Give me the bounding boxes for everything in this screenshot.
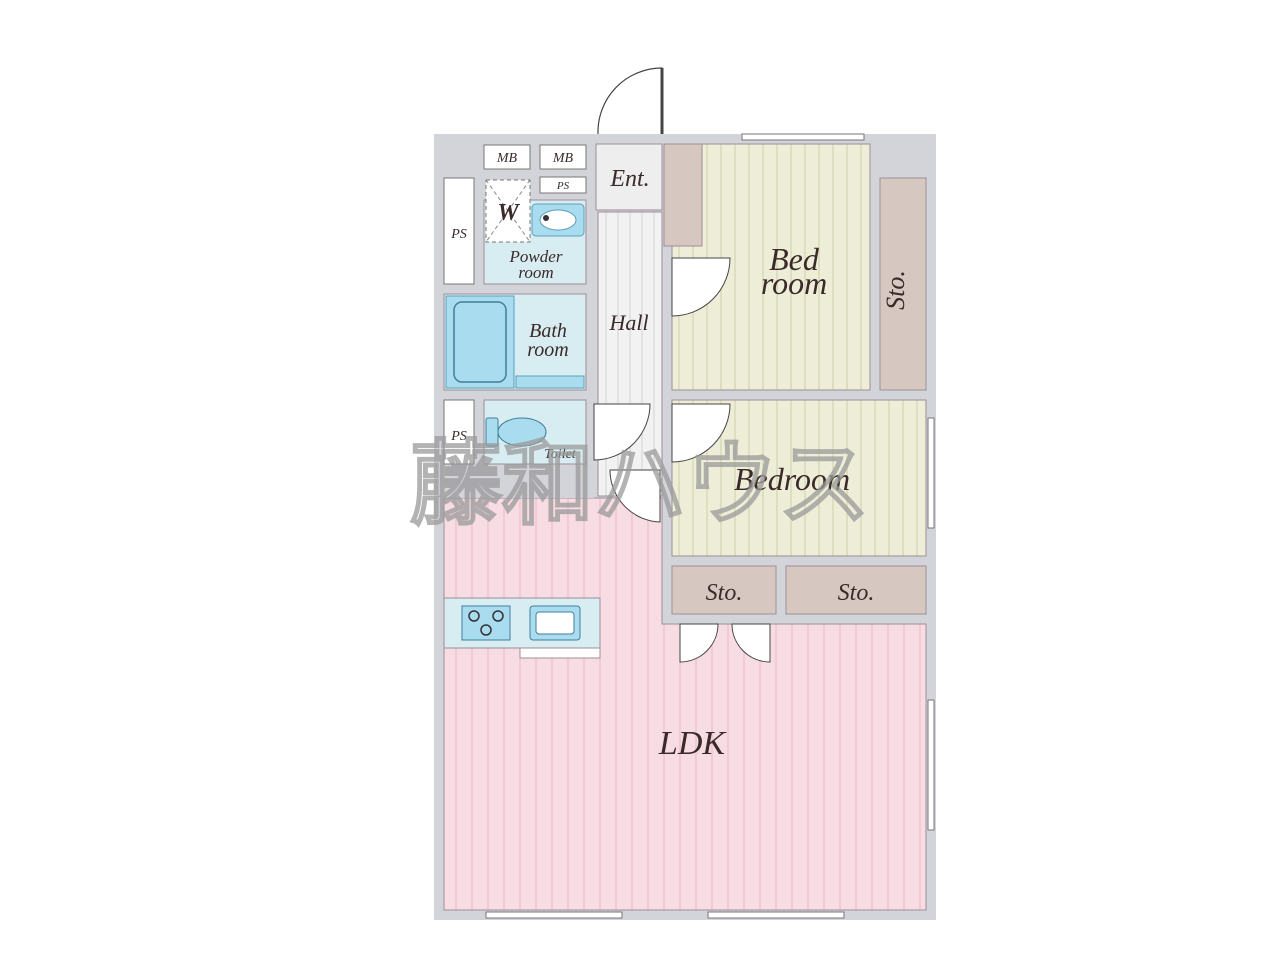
bedroom2-door-icon bbox=[671, 403, 731, 463]
ps-bottom-box bbox=[443, 399, 475, 465]
ldk-left-wall-band bbox=[444, 490, 594, 498]
label-ps-small: PS bbox=[556, 180, 570, 192]
burner-2-icon bbox=[492, 610, 504, 622]
mb2-box bbox=[539, 144, 587, 170]
ldk-door-icon bbox=[609, 469, 661, 523]
window-top bbox=[741, 133, 865, 141]
burner-3-icon bbox=[480, 624, 492, 636]
label-bedroom2: Bedroom bbox=[734, 461, 850, 497]
storage-door-left-icon bbox=[679, 623, 719, 663]
label-powder-line2: room bbox=[518, 263, 553, 282]
kitchen-counter-base bbox=[519, 647, 601, 659]
label-bath-line2: room bbox=[527, 339, 568, 361]
burner-1-icon bbox=[468, 610, 480, 622]
washer-cross-b bbox=[485, 179, 531, 243]
label-storage-left: Sto. bbox=[706, 580, 743, 606]
storage-door-right-icon bbox=[731, 623, 771, 663]
label-entrance: Ent. bbox=[609, 166, 649, 192]
storage-left bbox=[671, 565, 777, 615]
label-toilet: Toilet bbox=[544, 447, 576, 462]
label-bedroom1-line1: Bed bbox=[769, 241, 820, 277]
bathtub-inner-icon bbox=[453, 301, 507, 383]
label-washer: W bbox=[497, 200, 520, 226]
label-powder-line1: Powder bbox=[509, 247, 563, 266]
label-storage-right: Sto. bbox=[881, 270, 910, 310]
window-bottom-right bbox=[707, 911, 845, 919]
basin-drain-icon bbox=[543, 215, 549, 221]
bedroom1-door-icon bbox=[671, 257, 731, 317]
entrance-closet bbox=[663, 143, 703, 247]
sink-bowl-icon bbox=[535, 611, 575, 635]
mb1-box bbox=[483, 144, 531, 170]
label-storage-mid: Sto. bbox=[838, 580, 875, 606]
window-bottom-left bbox=[485, 911, 623, 919]
label-bath-line1: Bath bbox=[529, 320, 567, 342]
bath-floor-strip bbox=[515, 375, 585, 389]
ps-top-box bbox=[443, 177, 475, 285]
watermark-text: 藤和ハウス bbox=[410, 431, 870, 538]
label-mb2: MB bbox=[552, 151, 574, 166]
label-ps-top: PS bbox=[450, 227, 467, 242]
label-ldk: LDK bbox=[658, 725, 727, 762]
entrance-floor bbox=[595, 143, 663, 211]
window-right-ldk bbox=[927, 699, 935, 831]
storage-mid bbox=[785, 565, 927, 615]
entrance-door-icon bbox=[597, 67, 663, 135]
ps-small-box bbox=[539, 176, 587, 194]
toilet-door-icon bbox=[593, 403, 651, 461]
toilet-bowl-icon bbox=[497, 417, 547, 447]
label-ps-bottom: PS bbox=[450, 429, 467, 444]
label-hall: Hall bbox=[608, 310, 648, 335]
window-right-bedroom bbox=[927, 417, 935, 529]
storage-right bbox=[879, 177, 927, 391]
label-mb1: MB bbox=[496, 151, 518, 166]
basin-bowl-icon bbox=[539, 209, 577, 231]
label-bedroom1-line2: room bbox=[761, 265, 827, 301]
